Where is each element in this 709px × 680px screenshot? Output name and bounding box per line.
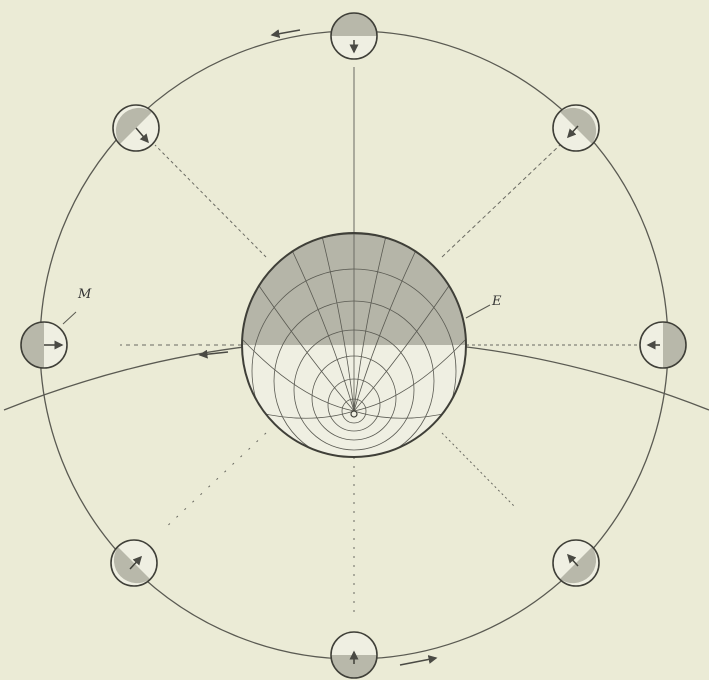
moon-label: M	[77, 287, 92, 302]
moon-phase-right	[640, 322, 686, 368]
earth-label-leader	[466, 305, 490, 318]
moon-phase-top	[331, 13, 377, 59]
earth-label: E	[491, 294, 502, 309]
orbit-arrow-bottom	[400, 658, 436, 665]
earth-globe	[204, 200, 504, 500]
orbit-arrow-top	[272, 30, 300, 35]
moon-phase-bottom	[331, 632, 377, 678]
moon-phase-left	[21, 322, 67, 368]
moon-phase-top-right	[553, 105, 599, 151]
moon-phase-top-left	[113, 105, 159, 151]
moon-phase-bottom-right	[553, 540, 599, 586]
moon-phase-bottom-left	[111, 540, 157, 586]
moon-label-leader	[63, 312, 76, 324]
